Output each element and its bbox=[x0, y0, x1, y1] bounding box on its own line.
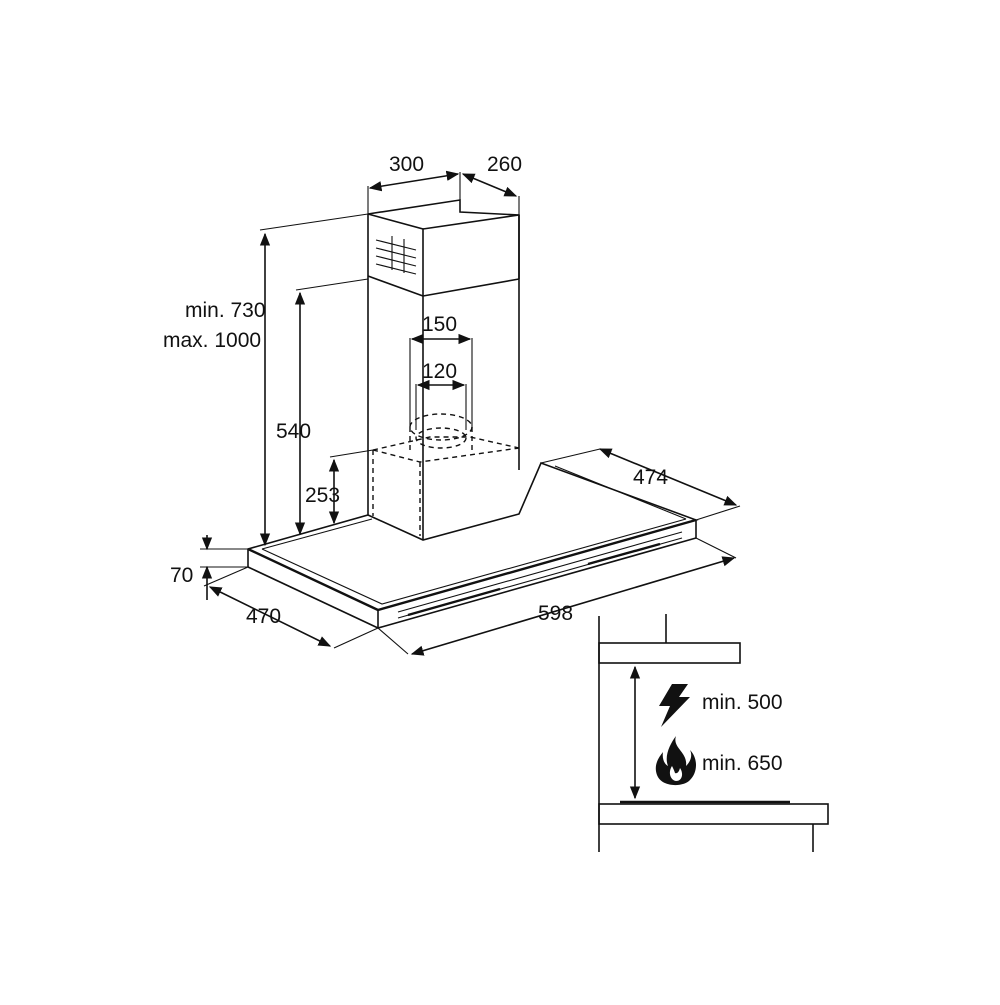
clearance-inset: min. 500 min. 650 bbox=[598, 614, 829, 852]
dim-253: 253 bbox=[305, 449, 374, 525]
dim-70: 70 bbox=[170, 535, 248, 600]
label-260: 260 bbox=[487, 153, 522, 176]
label-540: 540 bbox=[276, 420, 311, 443]
label-598: 598 bbox=[538, 602, 573, 625]
motor-housing-hidden bbox=[372, 413, 520, 536]
dim-540: 540 bbox=[276, 278, 369, 536]
label-70: 70 bbox=[170, 564, 193, 587]
vent-grille bbox=[375, 236, 417, 275]
label-max-1000: max. 1000 bbox=[163, 329, 261, 352]
lightning-icon bbox=[659, 684, 690, 727]
label-474: 474 bbox=[633, 466, 668, 489]
label-150: 150 bbox=[422, 313, 457, 336]
label-min-650: min. 650 bbox=[702, 752, 783, 775]
dim-470: 470 bbox=[203, 566, 379, 649]
label-min-730: min. 730 bbox=[185, 299, 266, 322]
label-300: 300 bbox=[389, 153, 424, 176]
label-470: 470 bbox=[246, 605, 281, 628]
dim-260: 260 bbox=[461, 153, 522, 215]
label-253: 253 bbox=[305, 484, 340, 507]
label-120: 120 bbox=[422, 360, 457, 383]
dim-120: 120 bbox=[415, 360, 467, 430]
label-min-500: min. 500 bbox=[702, 691, 783, 714]
dim-min730-max1000: min. 730 max. 1000 bbox=[163, 213, 369, 547]
dim-150: 150 bbox=[409, 313, 473, 427]
flame-icon bbox=[655, 736, 696, 786]
dim-300: 300 bbox=[367, 153, 461, 214]
dim-474: 474 bbox=[540, 448, 741, 521]
dim-598: 598 bbox=[377, 537, 737, 656]
